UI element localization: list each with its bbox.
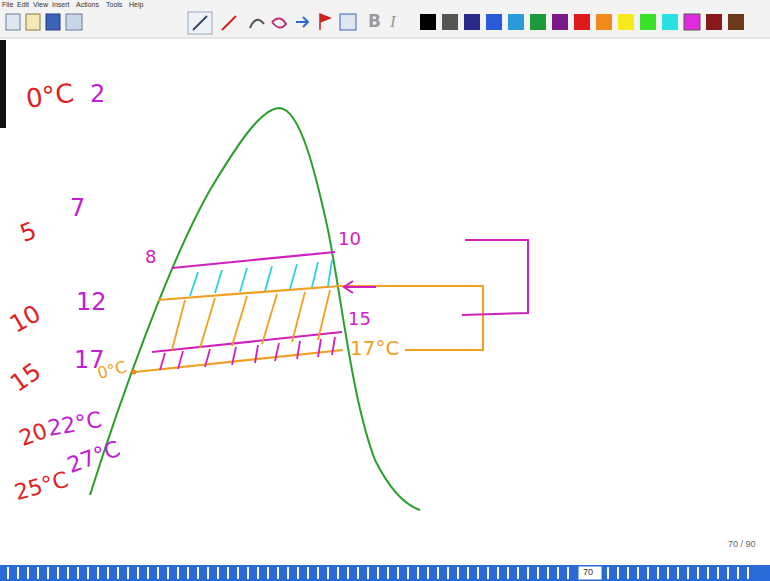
bell-curve [90, 108, 420, 510]
temperature-label: 15 [6, 359, 45, 396]
page-bar [0, 565, 770, 581]
marker-dot [132, 370, 137, 375]
band-line [158, 286, 340, 300]
menu-item: Tools [106, 1, 122, 8]
band-value: 15 [348, 310, 371, 328]
hatching [190, 260, 332, 296]
bracket [462, 240, 528, 315]
menu-item: Help [129, 1, 143, 8]
menu-item: File [2, 1, 13, 8]
value-label: 12 [76, 290, 107, 314]
value-label: 27°C [64, 438, 123, 477]
italic-button: I [390, 13, 396, 30]
band-line [172, 252, 335, 268]
color-palette [420, 14, 744, 30]
value-label: 2 [90, 82, 105, 106]
hatching [160, 337, 335, 370]
temperature-label: 20 [16, 420, 50, 450]
value-label: 7 [70, 196, 85, 220]
band-value: 10 [338, 230, 361, 248]
temperature-label: 10 [6, 301, 44, 337]
side-bar [0, 40, 6, 128]
page-counter: 70 / 90 [728, 540, 756, 549]
page-bar-ticks [8, 567, 748, 579]
menu-item: View [33, 1, 48, 8]
menu-item: Edit [17, 1, 29, 8]
band-value: 8 [145, 248, 156, 266]
page-number: 70 [583, 568, 593, 577]
hatching [172, 290, 330, 350]
temperature-label: 25°C [12, 469, 70, 504]
band-line [152, 332, 342, 352]
band-line [135, 350, 343, 372]
temperature-label: 0°C [24, 80, 75, 112]
value-label: 22°C [46, 409, 103, 440]
menu-item: Actions [76, 1, 99, 8]
band-temperature: 17°C [350, 338, 399, 358]
bold-button: B [368, 13, 381, 30]
toolbar-icons [6, 12, 356, 34]
toolbar [0, 0, 770, 38]
menu-item: Insert [52, 1, 70, 8]
temperature-label: 5 [17, 218, 40, 246]
arrow [344, 281, 376, 293]
temperature-label: 0°C [96, 359, 129, 382]
